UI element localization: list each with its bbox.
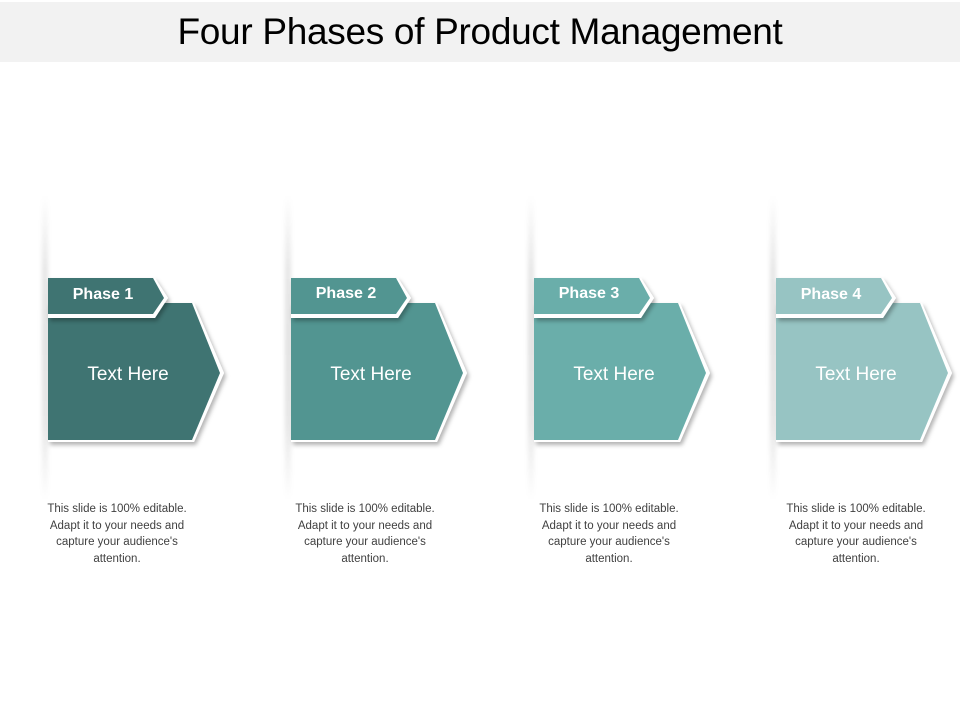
phase-description: This slide is 100% editable. Adapt it to… xyxy=(786,503,926,565)
phase-tab xyxy=(291,278,407,314)
phase-arrow-shape xyxy=(776,278,952,442)
slide-title: Four Phases of Product Management xyxy=(177,11,783,52)
phase-tab-label: Phase 3 xyxy=(558,285,620,302)
title-bar: Four Phases of Product Management xyxy=(0,2,960,62)
phase-arrow-shape xyxy=(48,278,224,442)
phase-tab xyxy=(48,278,164,314)
main-arrow xyxy=(48,303,220,440)
phase-main-label: Text Here xyxy=(573,364,655,385)
phase-tab xyxy=(534,278,650,314)
shadow-strip xyxy=(42,195,48,500)
shadow-strip xyxy=(770,195,776,500)
phase-1: Phase 1 Text Here This slide is 100% edi… xyxy=(42,190,282,600)
phase-description: This slide is 100% editable. Adapt it to… xyxy=(295,503,435,565)
phase-arrow-shape xyxy=(534,278,710,442)
phase-tab xyxy=(776,278,892,314)
phase-main-label: Text Here xyxy=(815,364,897,385)
phase-description: This slide is 100% editable. Adapt it to… xyxy=(539,503,679,565)
phase-main-label: Text Here xyxy=(330,364,412,385)
main-arrow xyxy=(291,303,463,440)
main-arrow xyxy=(534,303,706,440)
phase-2: Phase 2 Text Here This slide is 100% edi… xyxy=(285,190,525,600)
shadow-strip xyxy=(528,195,534,500)
phase-4: Phase 4 Text Here This slide is 100% edi… xyxy=(770,190,960,600)
phase-tab-label: Phase 1 xyxy=(72,286,134,303)
phase-tab-label: Phase 4 xyxy=(800,286,862,303)
phase-tab-label: Phase 2 xyxy=(315,285,377,302)
shadow-strip xyxy=(285,195,291,500)
main-arrow xyxy=(776,303,948,440)
phase-3: Phase 3 Text Here This slide is 100% edi… xyxy=(528,190,768,600)
phase-arrow-shape xyxy=(291,278,467,442)
phase-main-label: Text Here xyxy=(87,364,169,385)
phase-description: This slide is 100% editable. Adapt it to… xyxy=(47,503,187,565)
